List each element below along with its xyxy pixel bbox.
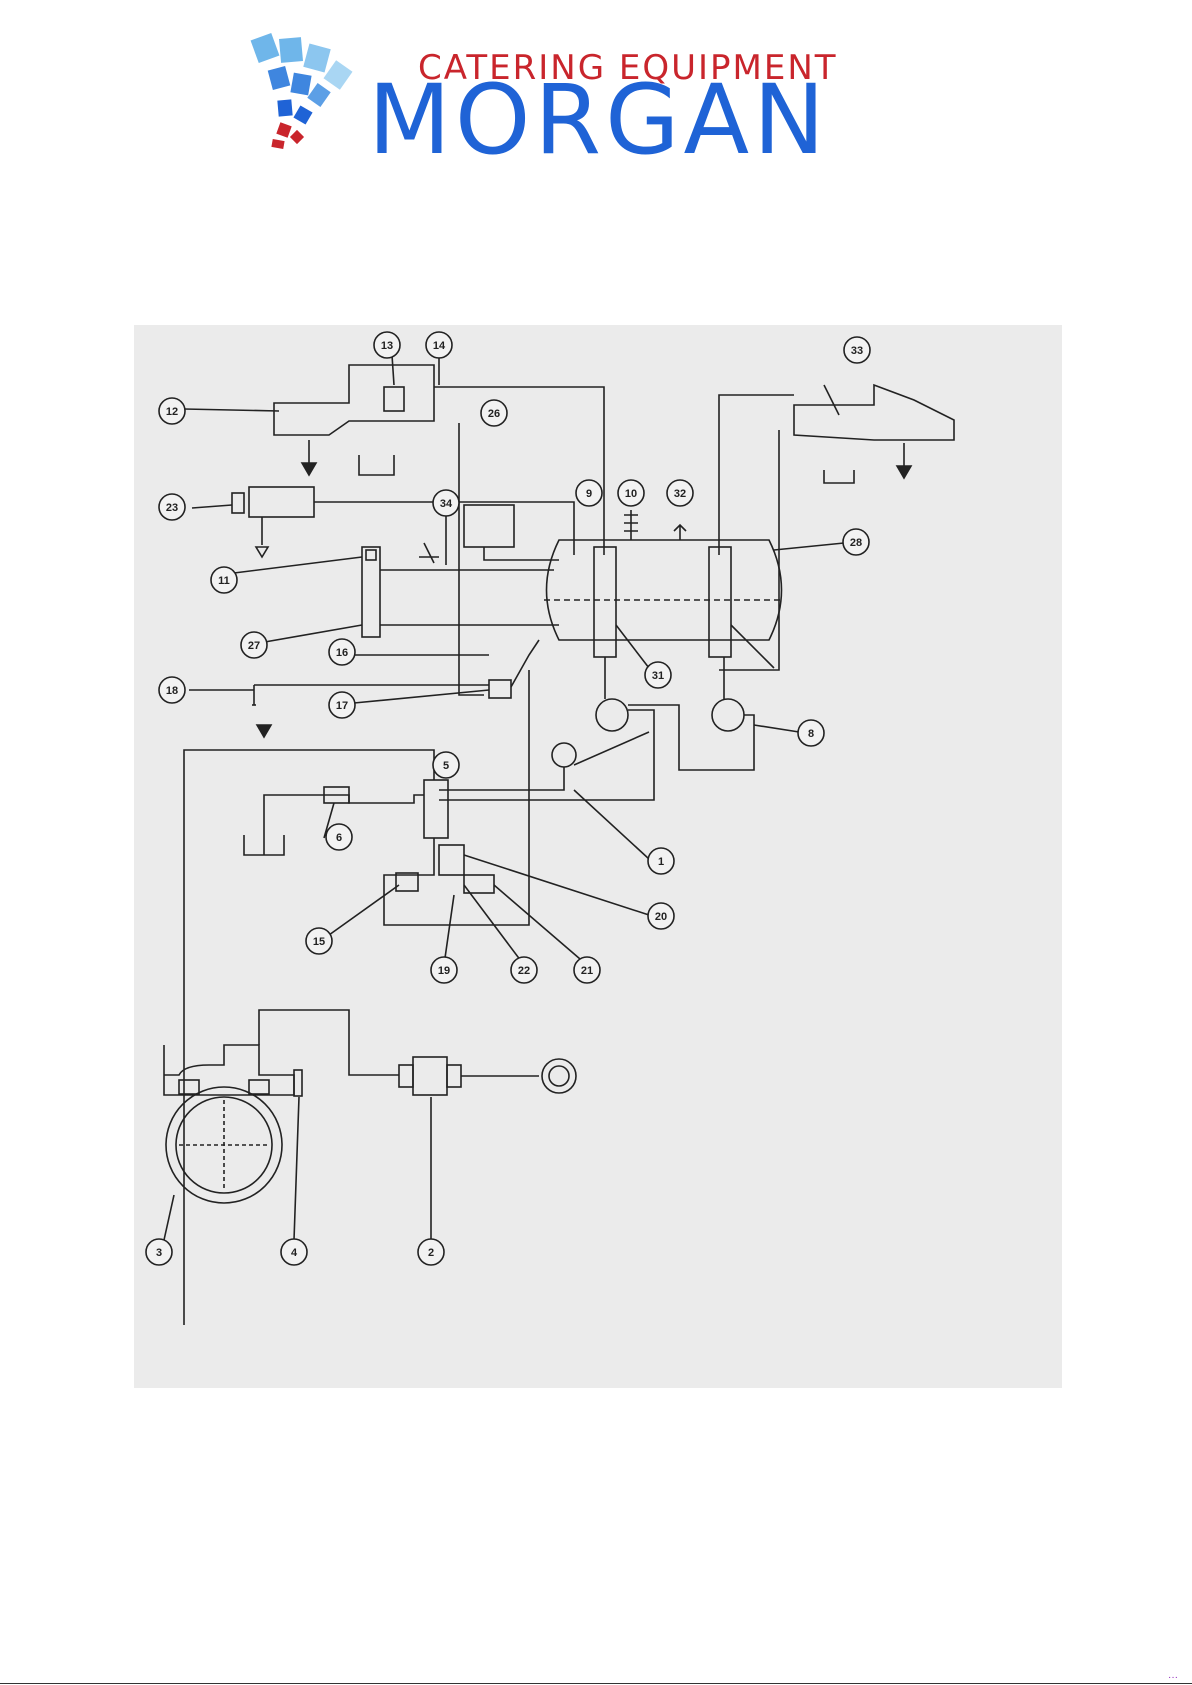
callout-19: 19: [431, 957, 457, 983]
page-bottom-rule: [0, 1683, 1192, 1684]
callout-21: 21: [574, 957, 600, 983]
callout-10: 10: [618, 480, 644, 506]
callout-1: 1: [648, 848, 674, 874]
callout-18: 18: [159, 677, 185, 703]
svg-text:32: 32: [674, 488, 686, 500]
callout-11: 11: [211, 567, 237, 593]
pump-left: [596, 699, 628, 731]
callout-20: 20: [648, 903, 674, 929]
callout-9: 9: [576, 480, 602, 506]
callout-26: 26: [481, 400, 507, 426]
diagram-drawing: 12 13 14 26 9 10 32 33 34 23 28 11 27 16…: [134, 325, 1062, 1388]
boiler-28: [547, 540, 782, 640]
component-20: [439, 845, 464, 875]
svg-text:8: 8: [808, 728, 814, 740]
svg-text:14: 14: [433, 340, 446, 352]
svg-text:3: 3: [156, 1247, 162, 1259]
callout-3: 3: [146, 1239, 172, 1265]
pump-right: [712, 699, 744, 731]
svg-text:13: 13: [381, 340, 393, 352]
svg-text:6: 6: [336, 832, 342, 844]
svg-text:2: 2: [428, 1247, 434, 1259]
callout-12: 12: [159, 398, 185, 424]
svg-text:21: 21: [581, 965, 593, 977]
svg-text:22: 22: [518, 965, 530, 977]
group-head-left: [274, 365, 434, 435]
svg-text:33: 33: [851, 345, 863, 357]
svg-text:19: 19: [438, 965, 450, 977]
svg-text:18: 18: [166, 685, 178, 697]
water-inlet: [542, 1059, 576, 1093]
callout-14: 14: [426, 332, 452, 358]
callout-34: 34: [433, 490, 459, 516]
pressure-gauge-1: [552, 743, 576, 767]
logo-fan-icon: [248, 28, 378, 158]
solenoid-valve-23: [249, 487, 314, 517]
hydraulic-diagram: 12 13 14 26 9 10 32 33 34 23 28 11 27 16…: [134, 325, 1062, 1388]
pressure-switch-5: [424, 780, 448, 838]
callout-16: 16: [329, 639, 355, 665]
callout-32: 32: [667, 480, 693, 506]
callout-31: 31: [645, 662, 671, 688]
svg-text:27: 27: [248, 640, 260, 652]
callout-28: 28: [843, 529, 869, 555]
brand-logo: CATERING EQUIPMENT MORGAN: [248, 28, 948, 168]
callout-17: 17: [329, 692, 355, 718]
callout-27: 27: [241, 632, 267, 658]
callout-2: 2: [418, 1239, 444, 1265]
svg-text:11: 11: [218, 575, 230, 587]
group-head-right: [794, 385, 954, 440]
callout-8: 8: [798, 720, 824, 746]
svg-text:5: 5: [443, 760, 449, 772]
water-filter-2: [413, 1057, 447, 1095]
callout-23: 23: [159, 494, 185, 520]
svg-text:12: 12: [166, 406, 178, 418]
svg-text:17: 17: [336, 700, 348, 712]
corner-mark: ···: [1168, 1672, 1178, 1683]
callout-22: 22: [511, 957, 537, 983]
callout-5: 5: [433, 752, 459, 778]
svg-text:15: 15: [313, 936, 325, 948]
callout-33: 33: [844, 337, 870, 363]
svg-text:16: 16: [336, 647, 348, 659]
svg-text:9: 9: [586, 488, 592, 500]
component-26: [464, 505, 514, 547]
svg-text:4: 4: [291, 1247, 298, 1259]
callout-13: 13: [374, 332, 400, 358]
svg-text:23: 23: [166, 502, 178, 514]
brand-name: MORGAN: [368, 72, 829, 168]
svg-text:20: 20: [655, 911, 667, 923]
svg-text:28: 28: [850, 537, 862, 549]
callout-15: 15: [306, 928, 332, 954]
svg-text:10: 10: [625, 488, 637, 500]
svg-text:26: 26: [488, 408, 500, 420]
callout-4: 4: [281, 1239, 307, 1265]
svg-text:34: 34: [440, 498, 453, 510]
svg-text:31: 31: [652, 670, 664, 682]
svg-text:1: 1: [658, 856, 664, 868]
callout-6: 6: [326, 824, 352, 850]
